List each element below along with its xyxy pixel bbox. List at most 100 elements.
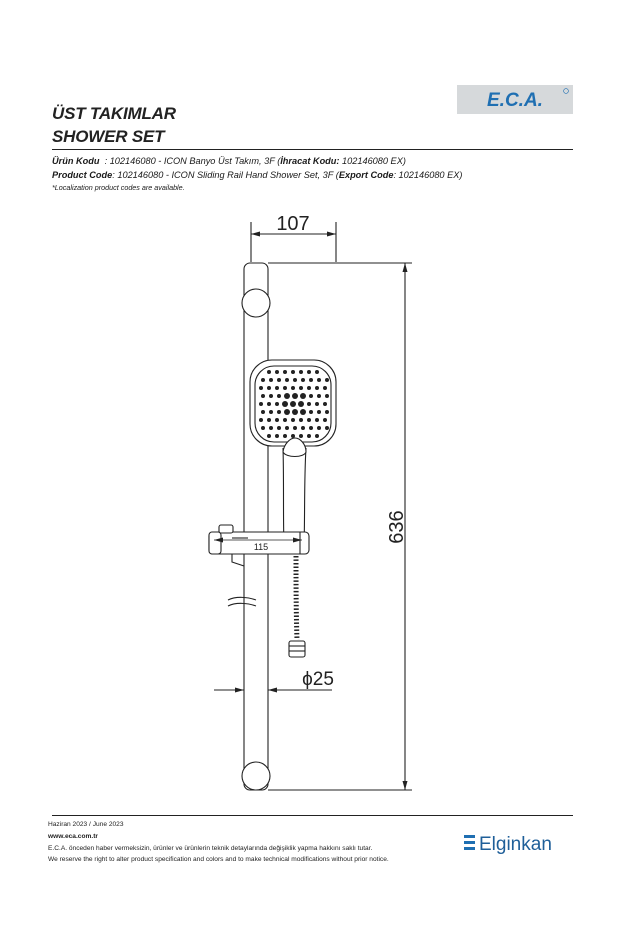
footer-website[interactable]: www.eca.com.tr bbox=[48, 833, 98, 840]
nozzle-dot bbox=[267, 434, 271, 438]
slide-rail bbox=[243, 262, 269, 791]
dimension-diameter-label: ϕ25 bbox=[302, 669, 334, 690]
nozzle-dot bbox=[307, 386, 311, 390]
nozzle-dot bbox=[290, 401, 296, 407]
nozzle-dot bbox=[315, 434, 319, 438]
product-code-en-sep: : bbox=[112, 170, 118, 180]
bottom-wall-bracket bbox=[241, 761, 271, 791]
product-code-tr-text: 102146080 - ICON Banyo Üst Takım, 3F ( bbox=[109, 156, 281, 166]
nozzle-dot bbox=[261, 410, 265, 414]
nozzle-dot bbox=[284, 393, 290, 399]
nozzle-dot bbox=[283, 370, 287, 374]
spray-selector-button bbox=[282, 437, 307, 458]
nozzle-dot bbox=[307, 434, 311, 438]
nozzle-dot bbox=[292, 409, 298, 415]
nozzle-dot bbox=[325, 426, 329, 430]
nozzle-dot bbox=[301, 426, 305, 430]
technical-drawing: 107 636 115 ϕ25 bbox=[208, 213, 412, 791]
nozzle-dot bbox=[275, 418, 279, 422]
nozzle-dot bbox=[261, 378, 265, 382]
nozzle-dot bbox=[277, 394, 281, 398]
nozzle-dot bbox=[267, 370, 271, 374]
nozzle-dot bbox=[259, 386, 263, 390]
footer-date: Haziran 2023 / June 2023 bbox=[48, 821, 124, 828]
nozzle-dot bbox=[291, 418, 295, 422]
nozzle-dot bbox=[317, 394, 321, 398]
nozzle-dot bbox=[325, 394, 329, 398]
product-code-tr-sep: : bbox=[99, 156, 110, 166]
product-code-tr-label: Ürün Kodu bbox=[52, 156, 100, 166]
dimension-height-label: 636 bbox=[386, 510, 408, 543]
nozzle-dot bbox=[291, 370, 295, 374]
nozzle-dot bbox=[323, 418, 327, 422]
eca-logo-text: E.C.A. bbox=[487, 90, 543, 111]
nozzle-dot bbox=[309, 410, 313, 414]
nozzle-dot bbox=[315, 402, 319, 406]
nozzle-dot bbox=[269, 378, 273, 382]
nozzle-dot bbox=[301, 378, 305, 382]
nozzle-dot bbox=[299, 370, 303, 374]
nozzle-dot bbox=[317, 410, 321, 414]
nozzle-dot bbox=[283, 386, 287, 390]
dimension-width-label: 107 bbox=[276, 213, 309, 235]
nozzle-dot bbox=[275, 434, 279, 438]
nozzle-dot bbox=[292, 393, 298, 399]
nozzle-dot bbox=[269, 426, 273, 430]
nozzle-dot bbox=[299, 418, 303, 422]
nozzle-dot bbox=[300, 393, 306, 399]
nozzle-dot bbox=[293, 378, 297, 382]
nozzle-dot bbox=[261, 426, 265, 430]
nozzle-dot bbox=[261, 394, 265, 398]
nozzle-dot bbox=[269, 394, 273, 398]
footer-disclaimer-tr: E.C.A. önceden haber vermeksizin, ürünle… bbox=[48, 845, 373, 852]
footer-divider bbox=[52, 815, 573, 816]
dimension-holder-label: 115 bbox=[254, 542, 268, 552]
shower-hose bbox=[293, 555, 300, 641]
nozzle-dot bbox=[277, 410, 281, 414]
nozzle-dot bbox=[323, 402, 327, 406]
nozzle-dot bbox=[300, 409, 306, 415]
nozzle-dot bbox=[325, 410, 329, 414]
top-wall-bracket bbox=[241, 288, 271, 318]
elginkan-logo: Elginkan bbox=[464, 830, 576, 861]
holder-knob bbox=[218, 524, 234, 534]
nozzle-dot bbox=[298, 401, 304, 407]
nozzle-dot bbox=[291, 386, 295, 390]
nozzle-dot bbox=[291, 434, 295, 438]
header-divider bbox=[52, 149, 573, 150]
nozzle-dot bbox=[309, 394, 313, 398]
nozzle-dot bbox=[325, 378, 329, 382]
nozzle-dot bbox=[285, 426, 289, 430]
eca-logo-mark: E.C.A. bbox=[487, 88, 569, 111]
nozzle-dot bbox=[283, 434, 287, 438]
nozzle-dot bbox=[275, 386, 279, 390]
page-title-tr: ÜST TAKIMLAR bbox=[52, 104, 176, 123]
nozzle-dot bbox=[282, 401, 288, 407]
nozzle-dot bbox=[267, 402, 271, 406]
nozzle-dot bbox=[315, 370, 319, 374]
elginkan-logo-mark: Elginkan bbox=[464, 834, 552, 855]
nozzle-dot bbox=[259, 402, 263, 406]
nozzle-dot bbox=[275, 370, 279, 374]
product-code-en: Product Code: 102146080 - ICON Sliding R… bbox=[52, 170, 462, 180]
nozzle-dot bbox=[307, 418, 311, 422]
localization-note: *Localization product codes are availabl… bbox=[52, 183, 185, 192]
footer-disclaimer-en: We reserve the right to alter product sp… bbox=[48, 856, 389, 863]
elginkan-logo-text: Elginkan bbox=[479, 834, 552, 855]
nozzle-dot bbox=[267, 418, 271, 422]
nozzle-dot bbox=[275, 402, 279, 406]
nozzle-dot bbox=[299, 386, 303, 390]
nozzle-dot bbox=[309, 378, 313, 382]
nozzle-dot bbox=[309, 426, 313, 430]
spray-nozzles bbox=[259, 370, 329, 438]
nozzle-dot bbox=[307, 402, 311, 406]
hose-connector bbox=[288, 640, 306, 658]
nozzle-dot bbox=[315, 418, 319, 422]
nozzle-dot bbox=[307, 370, 311, 374]
nozzle-dot bbox=[259, 418, 263, 422]
nozzle-dot bbox=[299, 434, 303, 438]
product-code-en-label: Product Code bbox=[52, 170, 113, 180]
nozzle-dot bbox=[285, 378, 289, 382]
nozzle-dot bbox=[323, 386, 327, 390]
page-title-en: SHOWER SET bbox=[52, 127, 165, 146]
